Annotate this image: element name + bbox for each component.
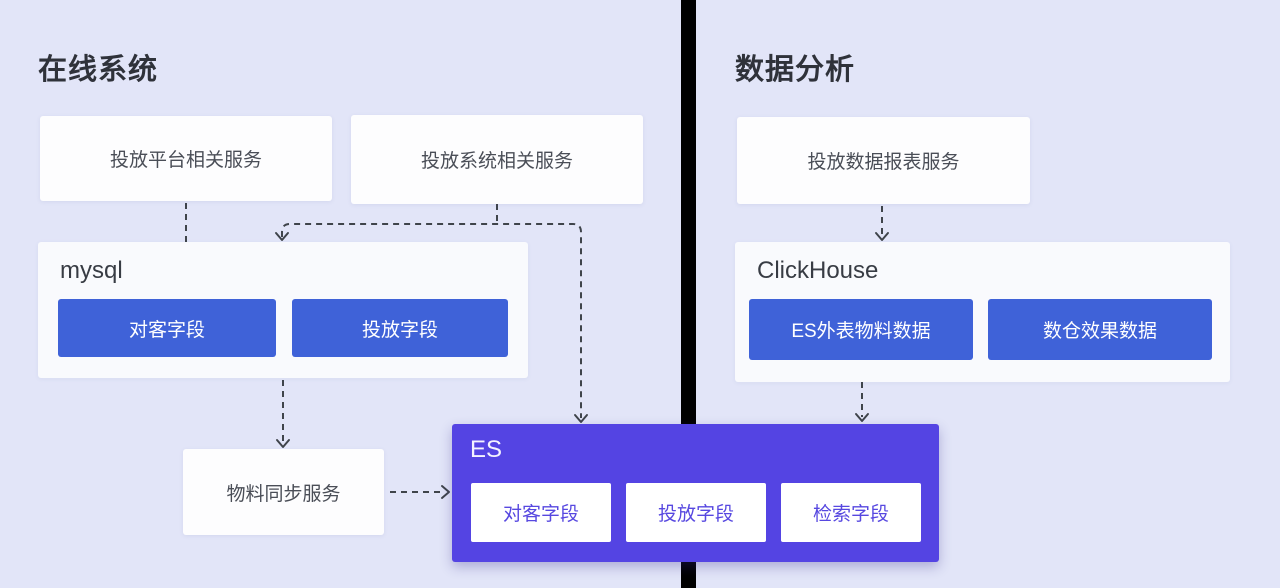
clickhouse-label: ClickHouse [757,257,879,284]
es-container: ES 对客字段 投放字段 检索字段 [452,424,939,562]
clickhouse-warehouse-effect-data-chip: 数仓效果数据 [988,299,1212,360]
delivery-report-service-box: 投放数据报表服务 [737,117,1030,204]
mysql-delivery-fields-label: 投放字段 [361,319,438,341]
mysql-label: mysql [60,257,123,284]
clickhouse-container: ClickHouse ES外表物料数据 数仓效果数据 [735,242,1230,382]
clickhouse-es-external-data-chip: ES外表物料数据 [749,299,973,360]
material-sync-service-label: 物料同步服务 [226,483,341,505]
delivery-platform-service-box: 投放平台相关服务 [40,116,332,201]
es-label: ES [470,436,503,463]
delivery-report-service-label: 投放数据报表服务 [807,152,960,173]
material-sync-service-box: 物料同步服务 [183,449,384,535]
delivery-system-service-box: 投放系统相关服务 [351,115,643,204]
mysql-delivery-fields-chip: 投放字段 [292,299,508,357]
es-search-fields-label: 检索字段 [812,504,889,525]
delivery-platform-service-label: 投放平台相关服务 [109,150,262,171]
data-analysis-title: 数据分析 [735,54,856,86]
es-delivery-fields-chip: 投放字段 [626,483,766,542]
mysql-container: mysql 对客字段 投放字段 [38,242,528,378]
clickhouse-warehouse-effect-data-label: 数仓效果数据 [1042,321,1157,342]
delivery-system-service-label: 投放系统相关服务 [420,151,573,172]
mysql-customer-fields-chip: 对客字段 [58,299,276,357]
es-search-fields-chip: 检索字段 [781,483,921,542]
online-system-title: 在线系统 [38,54,159,86]
clickhouse-es-external-data-label: ES外表物料数据 [791,321,931,342]
mysql-customer-fields-label: 对客字段 [128,319,205,341]
es-customer-fields-label: 对客字段 [502,504,579,525]
es-delivery-fields-label: 投放字段 [657,504,734,525]
es-customer-fields-chip: 对客字段 [471,483,611,542]
